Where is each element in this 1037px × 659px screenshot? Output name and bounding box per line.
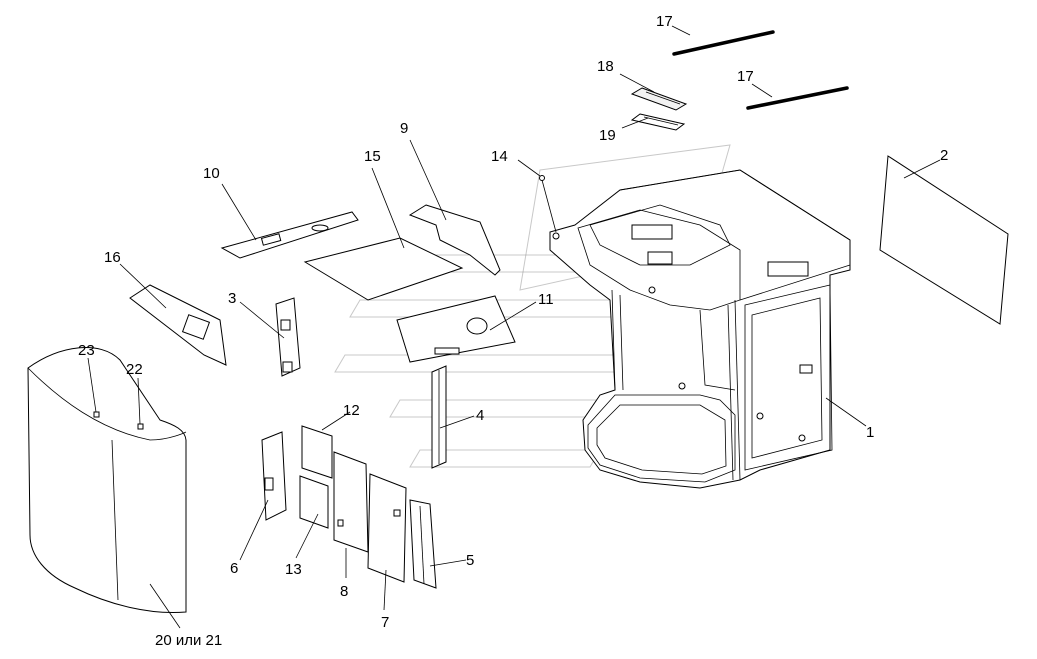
part-5-pillar xyxy=(409,499,437,589)
label-19: 19 xyxy=(599,127,616,144)
part-6-pillar xyxy=(261,431,287,521)
label-2: 2 xyxy=(940,147,948,164)
part-8-panel xyxy=(333,451,369,553)
label-11: 11 xyxy=(538,291,554,308)
part-17-seal-upper xyxy=(672,30,775,56)
label-22: 22 xyxy=(126,361,143,378)
label-14: 14 xyxy=(491,148,508,165)
part-14-bolt xyxy=(539,175,545,181)
part-18-grille xyxy=(630,87,688,111)
label-13: 13 xyxy=(285,561,302,578)
label-16: 16 xyxy=(104,249,121,266)
label-17-lower: 17 xyxy=(737,68,754,85)
label-17-upper: 17 xyxy=(656,13,673,30)
leader-lines xyxy=(87,25,941,629)
part-11-dashboard-panel xyxy=(396,295,516,363)
part-1-cab-frame xyxy=(549,169,851,489)
part-2-glass-panel xyxy=(879,155,1009,325)
part-10-panel xyxy=(220,211,359,259)
part-3-pillar xyxy=(275,297,301,377)
part-16-panel xyxy=(129,284,227,366)
label-1: 1 xyxy=(866,424,874,441)
label-15: 15 xyxy=(364,148,381,165)
part-9-panel xyxy=(408,204,501,276)
part-20-21-curved-glass xyxy=(27,347,187,614)
part-17-seal-lower xyxy=(746,86,849,110)
label-5: 5 xyxy=(466,552,474,569)
part-number-labels: 1 2 17 17 18 19 14 9 10 15 16 3 11 4 12 … xyxy=(78,13,948,649)
label-9: 9 xyxy=(400,120,408,137)
label-23: 23 xyxy=(78,342,95,359)
part-19-frame xyxy=(630,113,686,131)
part-13-panel xyxy=(299,475,329,529)
part-15-floor-panel xyxy=(303,237,464,301)
label-12: 12 xyxy=(343,402,360,419)
label-3: 3 xyxy=(228,290,236,307)
label-20-21: 20 или 21 xyxy=(155,632,222,649)
part-7-panel xyxy=(367,473,407,583)
part-12-panel xyxy=(301,425,333,479)
label-4: 4 xyxy=(476,407,484,424)
label-8: 8 xyxy=(340,583,348,600)
label-6: 6 xyxy=(230,560,238,577)
part-4-pillar xyxy=(431,365,447,469)
label-7: 7 xyxy=(381,614,389,631)
label-10: 10 xyxy=(203,165,220,182)
label-18: 18 xyxy=(597,58,614,75)
